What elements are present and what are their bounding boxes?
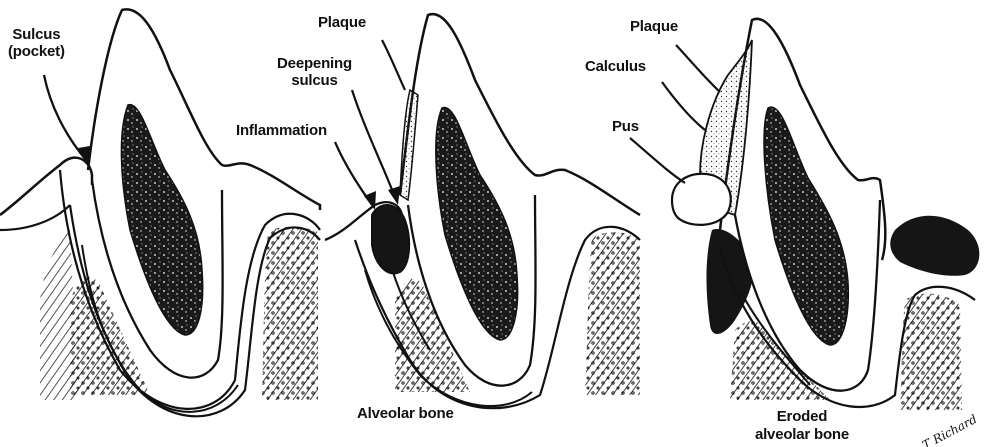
gum-outline-left [0,205,70,230]
plaque-arrow-3 [676,45,720,92]
alveolar-bone-right-2-dots [585,232,640,395]
pus-arrow [630,138,685,183]
alveolar-bone-right-dots [262,227,318,400]
panel-periodontitis [630,19,979,410]
tooth-outline-2 [400,14,640,215]
label-plaque-2: Plaque [318,14,366,31]
label-pus: Pus [612,118,639,135]
label-calculus: Calculus [585,58,646,75]
calculus-arrow [662,82,705,130]
inflamed-pocket-right [890,216,979,276]
label-inflammation: Inflammation [236,122,327,139]
plaque-arrow-2 [382,40,405,90]
plaque-layer-2 [400,90,418,200]
label-plaque-3: Plaque [630,18,678,35]
sulcus-arrow [44,75,86,160]
label-sulcus-pocket: Sulcus(pocket) [8,26,65,60]
inflammation-blob [372,205,409,273]
label-deepening-sulcus: Deepening sulcus [262,55,367,89]
inflammation-arrowhead [364,191,376,210]
gum-outline-outer [0,158,92,215]
label-alveolar-bone: Alveolar bone [357,405,454,422]
